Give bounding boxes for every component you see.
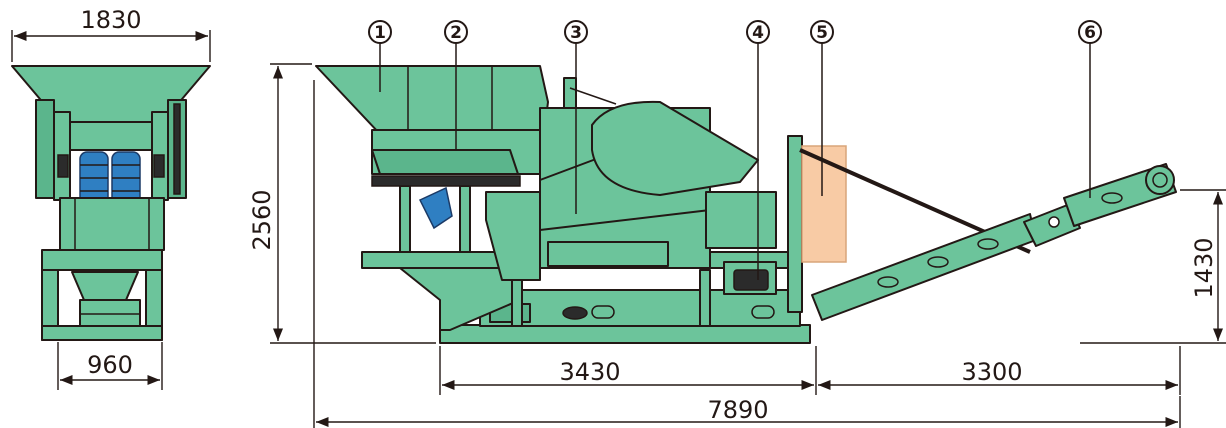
dim-total-height: 2560 xyxy=(248,189,276,250)
front-dimensions: 1830 960 xyxy=(11,6,211,390)
dim-total-length: 7890 xyxy=(707,396,768,424)
dim-base-length: 3430 xyxy=(559,358,620,386)
svg-text:4: 4 xyxy=(752,23,764,43)
dim-front-top: 1830 xyxy=(80,6,141,34)
callout-6: 6 xyxy=(1078,20,1102,198)
callout-5: 5 xyxy=(810,20,834,196)
motor-pair xyxy=(79,151,141,205)
svg-text:6: 6 xyxy=(1084,23,1096,43)
svg-text:2: 2 xyxy=(450,23,462,43)
side-view xyxy=(315,65,1177,344)
side-dimensions: 2560 1430 3430 3300 7890 xyxy=(248,63,1226,428)
dim-discharge-height: 1430 xyxy=(1190,237,1218,298)
callout-1: 1 xyxy=(368,20,392,92)
svg-text:5: 5 xyxy=(816,23,828,43)
callouts: 1 2 3 4 5 6 xyxy=(368,20,1102,280)
dim-front-bottom: 960 xyxy=(87,351,133,379)
callout-2: 2 xyxy=(444,20,468,150)
svg-text:3: 3 xyxy=(570,23,582,43)
callout-3: 3 xyxy=(564,20,588,214)
callout-4: 4 xyxy=(746,20,770,280)
front-view xyxy=(11,65,211,341)
dim-conveyor-length: 3300 xyxy=(961,358,1022,386)
control-panel xyxy=(801,145,847,263)
svg-text:1: 1 xyxy=(374,23,386,43)
